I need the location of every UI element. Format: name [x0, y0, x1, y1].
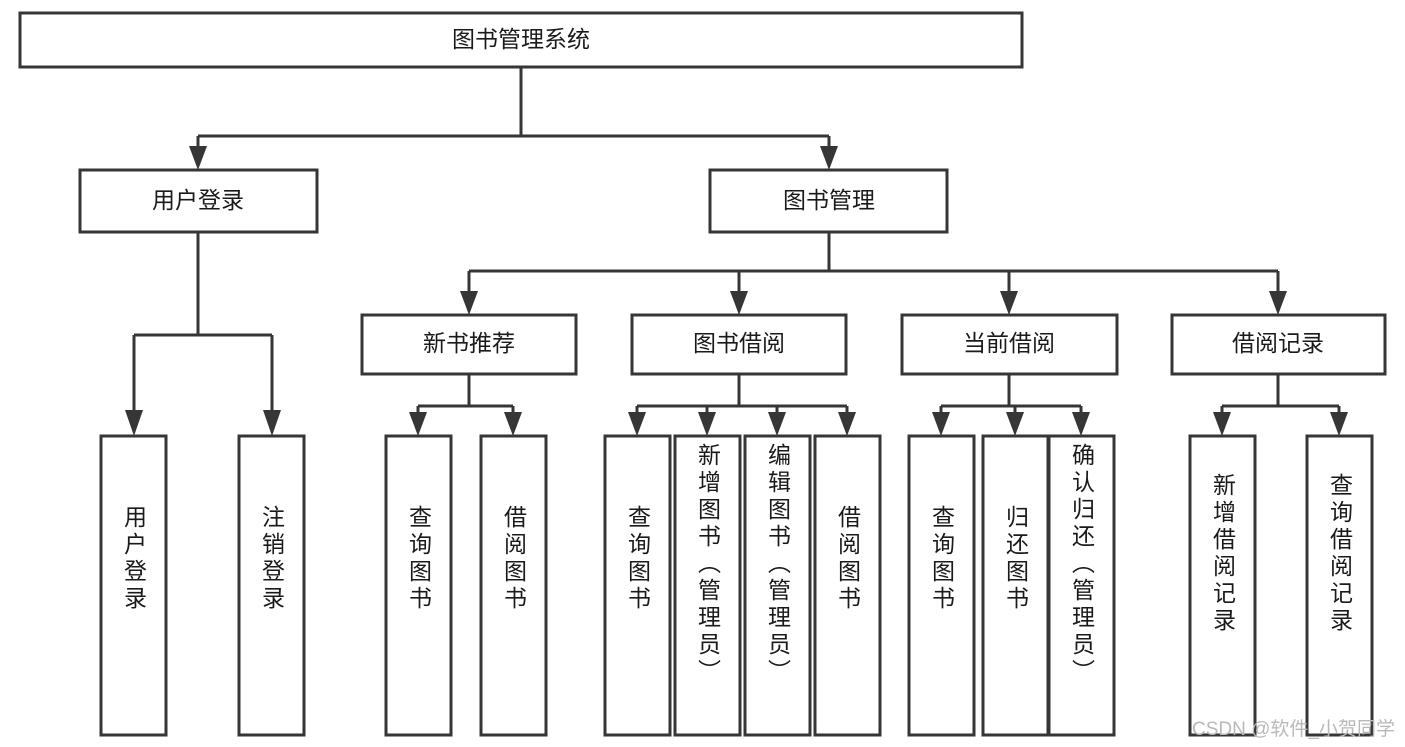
node-user-login[interactable]: 用户登录	[78, 168, 319, 234]
node-book-borrow-label: 图书借阅	[693, 330, 785, 356]
node-user-login-label: 用户登录	[152, 187, 244, 213]
leaf-box[interactable]	[813, 434, 882, 737]
arrow-head-icon	[820, 146, 838, 170]
arrow-head-icon	[628, 412, 646, 436]
watermark-text: CSDN @软件_小贺同学	[1192, 719, 1395, 740]
arrow-head-icon	[504, 412, 522, 436]
node-new-book-recommend-box[interactable]	[360, 313, 578, 376]
node-book-borrow-box[interactable]	[630, 313, 848, 376]
leaf-box[interactable]	[1047, 434, 1116, 737]
node-current-borrow[interactable]: 当前借阅	[900, 313, 1119, 376]
connector-current-borrow-to-leaves	[932, 374, 1090, 436]
leaf-box[interactable]	[673, 434, 742, 737]
arrow-head-icon	[1000, 291, 1018, 315]
connector-new-book-to-leaves	[409, 374, 522, 436]
arrow-head-icon	[768, 412, 786, 436]
arrow-head-icon	[1006, 412, 1024, 436]
arrow-head-icon	[409, 412, 427, 436]
arrow-head-icon	[125, 410, 143, 436]
arrow-head-icon	[838, 412, 856, 436]
node-root[interactable]: 图书管理系统	[18, 11, 1024, 69]
node-book-manage[interactable]: 图书管理	[708, 168, 949, 234]
connector-book-borrow-to-leaves	[628, 374, 856, 436]
node-book-manage-box[interactable]	[708, 168, 949, 234]
leaf-box[interactable]	[1188, 434, 1257, 737]
leaf-box[interactable]	[384, 434, 453, 737]
node-book-borrow[interactable]: 图书借阅	[630, 313, 848, 376]
leaf-box[interactable]	[981, 434, 1050, 737]
arrow-head-icon	[932, 412, 950, 436]
arrow-head-icon	[1213, 412, 1231, 436]
connector-borrow-record-to-leaves	[1213, 374, 1348, 436]
leaf-box[interactable]	[743, 434, 812, 737]
connector-book-manage-to-level3	[460, 232, 1287, 315]
connector-root-to-level2	[189, 67, 838, 170]
arrow-head-icon	[189, 146, 207, 170]
leaf-box[interactable]	[603, 434, 672, 737]
node-root-box[interactable]	[18, 11, 1024, 69]
leaf-box[interactable]	[99, 434, 168, 737]
arrow-head-icon	[1269, 291, 1287, 315]
leaf-box[interactable]	[479, 434, 548, 737]
node-borrow-record-box[interactable]	[1170, 313, 1387, 376]
connector-user-login-to-leaves	[125, 232, 281, 436]
node-user-login-box[interactable]	[78, 168, 319, 234]
arrow-head-icon	[263, 410, 281, 436]
node-root-label: 图书管理系统	[452, 26, 590, 52]
arrow-head-icon	[698, 412, 716, 436]
node-book-manage-label: 图书管理	[783, 187, 875, 213]
node-borrow-record-label: 借阅记录	[1232, 330, 1324, 356]
leaf-boxes	[99, 434, 1374, 737]
leaf-box[interactable]	[1305, 434, 1374, 737]
node-current-borrow-label: 当前借阅	[963, 330, 1055, 356]
arrow-head-icon	[1330, 412, 1348, 436]
node-new-book-recommend-label: 新书推荐	[423, 330, 515, 356]
arrow-head-icon	[730, 291, 748, 315]
node-new-book-recommend[interactable]: 新书推荐	[360, 313, 578, 376]
leaf-box[interactable]	[907, 434, 976, 737]
arrow-head-icon	[460, 291, 478, 315]
arrow-head-icon	[1072, 412, 1090, 436]
node-current-borrow-box[interactable]	[900, 313, 1119, 376]
node-borrow-record[interactable]: 借阅记录	[1170, 313, 1387, 376]
leaf-box[interactable]	[237, 434, 306, 737]
